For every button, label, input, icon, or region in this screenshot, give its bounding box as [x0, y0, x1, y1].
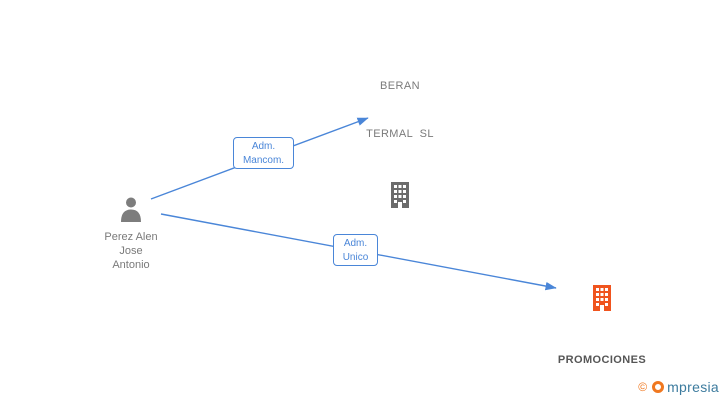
company-name-line: TERMAL SL	[366, 128, 434, 140]
edge-label-line: Adm.	[343, 238, 368, 249]
edge-label-adm-mancom: Adm. Mancom.	[233, 137, 294, 169]
person-name-line: Perez Alen	[104, 231, 158, 243]
edge-label-line: Adm.	[251, 141, 276, 152]
empresia-logo-icon	[652, 381, 665, 393]
company-name-beran[interactable]: BERAN TERMAL SL	[366, 46, 434, 174]
company-name-line: PROMOCIONES	[557, 354, 647, 366]
node-beran-termal[interactable]: BERAN TERMAL SL	[340, 46, 460, 210]
node-promociones-as-laxes[interactable]: PROMOCIONES AS LAXES SL	[540, 283, 664, 400]
building-icon-gray	[391, 182, 409, 208]
empresia-brand[interactable]: © mpresia	[638, 379, 719, 395]
person-name[interactable]: Perez Alen Jose Antonio	[104, 230, 157, 272]
copyright-symbol: ©	[638, 380, 648, 394]
person-name-line: Jose	[119, 245, 143, 257]
company-name-promociones[interactable]: PROMOCIONES AS LAXES SL	[558, 320, 646, 400]
brand-text: mpresia	[667, 379, 719, 395]
person-name-line: Antonio	[112, 259, 150, 271]
company-name-line: BERAN	[380, 80, 420, 92]
edge-label-line: Mancom.	[242, 155, 285, 166]
building-icon-orange	[593, 285, 611, 311]
edge-label-adm-unico: Adm. Unico	[333, 234, 378, 266]
person-icon	[121, 197, 141, 222]
node-person-perez-alen[interactable]: Perez Alen Jose Antonio	[81, 196, 181, 272]
edge-label-line: Unico	[342, 252, 369, 263]
